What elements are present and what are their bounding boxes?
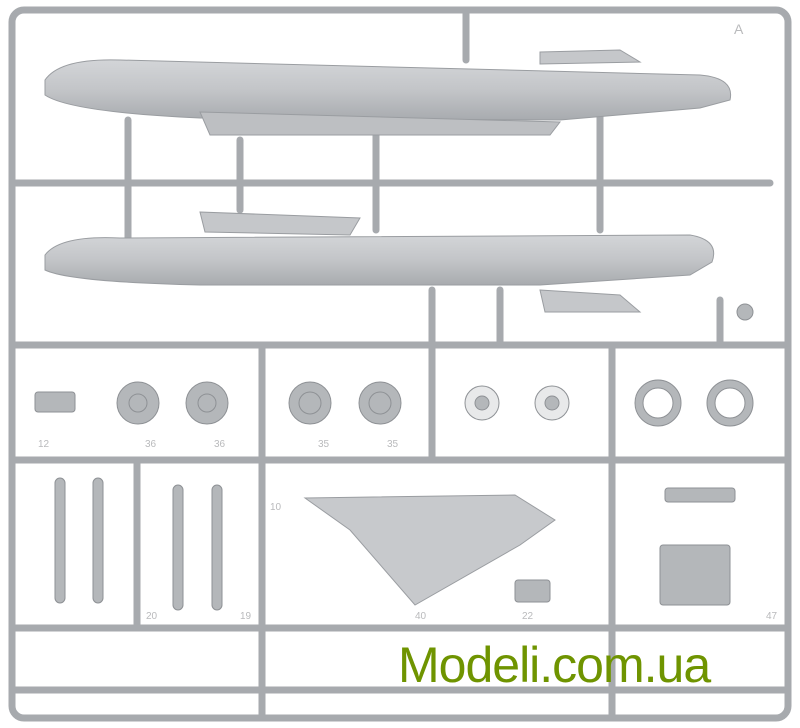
watermark: Modeli.com.ua <box>398 637 711 693</box>
part-number: 36 <box>145 439 157 450</box>
part-number: 19 <box>240 611 252 622</box>
wing-part <box>303 494 556 606</box>
part-number: 22 <box>522 611 534 622</box>
fuselage-lower <box>44 234 715 286</box>
part-number: 12 <box>38 439 50 450</box>
outer-runner <box>8 6 792 722</box>
part-number: 10 <box>270 502 282 513</box>
wheel-parts <box>34 303 754 427</box>
part-number: 40 <box>415 611 427 622</box>
missile-parts <box>54 477 736 611</box>
part-number: 35 <box>387 439 399 450</box>
fuselage-upper <box>44 59 732 121</box>
part-number: 20 <box>146 611 158 622</box>
sprue-letter: A <box>734 21 744 37</box>
part-number: 35 <box>318 439 330 450</box>
part-number: 36 <box>214 439 226 450</box>
part-number: 47 <box>766 611 778 622</box>
